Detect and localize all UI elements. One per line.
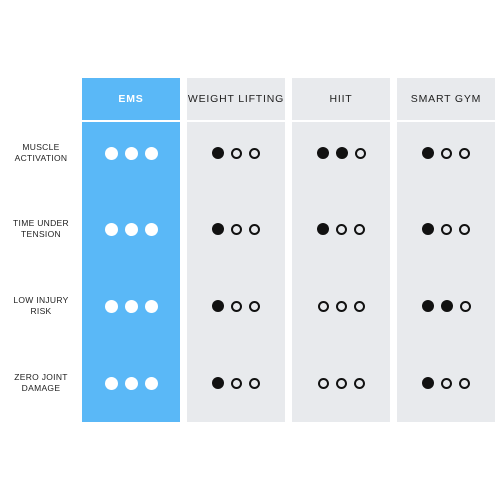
white-dot-icon <box>124 376 138 390</box>
rating-hiit <box>292 377 390 389</box>
filled-dot-icon <box>422 147 434 159</box>
empty-dot-icon <box>336 223 347 235</box>
row-label-low-injury-risk: LOW INJURY RISK <box>0 295 82 317</box>
column-header-ems: EMS <box>118 93 144 105</box>
empty-dot-icon <box>231 377 242 389</box>
header-divider <box>187 120 285 122</box>
empty-dot-icon <box>231 147 242 159</box>
empty-dot-icon <box>353 300 365 312</box>
empty-dot-icon <box>459 147 470 159</box>
rating-weight-lifting <box>187 223 285 235</box>
empty-dot-icon <box>335 300 347 312</box>
filled-dot-icon <box>440 300 453 312</box>
filled-dot-icon <box>212 300 224 312</box>
rating-ems <box>82 376 180 390</box>
column-header-weight-lifting: WEIGHT LIFTING <box>187 93 285 105</box>
row-label-time-under-tension: TIME UNDER TENSION <box>0 218 82 240</box>
rating-ems <box>82 299 180 313</box>
empty-dot-icon <box>353 377 365 389</box>
header-divider <box>292 120 390 122</box>
filled-dot-icon <box>422 223 434 235</box>
row-label-line: TENSION <box>21 229 61 239</box>
empty-dot-icon <box>317 377 329 389</box>
white-dot-icon <box>144 222 158 236</box>
row-label-line: TIME UNDER <box>13 218 69 228</box>
rating-weight-lifting <box>187 300 285 312</box>
rating-weight-lifting <box>187 377 285 389</box>
rating-smart-gym <box>397 147 495 159</box>
empty-dot-icon <box>441 147 452 159</box>
column-hiit: HIIT <box>292 78 390 422</box>
empty-dot-icon <box>317 300 329 312</box>
white-dot-icon <box>104 222 118 236</box>
empty-dot-icon <box>249 223 260 235</box>
white-dot-icon <box>104 299 118 313</box>
white-dot-icon <box>104 146 118 160</box>
filled-dot-icon <box>212 223 224 235</box>
empty-dot-icon <box>441 377 452 389</box>
rating-weight-lifting <box>187 147 285 159</box>
filled-dot-icon <box>335 147 348 159</box>
header-divider <box>82 120 180 122</box>
empty-dot-icon <box>459 377 470 389</box>
column-header-hiit: HIIT <box>329 93 353 105</box>
row-label-muscle-activation: MUSCLE ACTIVATION <box>0 142 82 164</box>
empty-dot-icon <box>354 147 366 159</box>
rating-smart-gym <box>397 300 495 312</box>
row-label-line: ZERO JOINT <box>14 372 68 382</box>
row-label-line: RISK <box>30 306 52 316</box>
filled-dot-icon <box>212 377 224 389</box>
row-label-line: LOW INJURY <box>13 295 69 305</box>
row-label-line: DAMAGE <box>21 383 61 393</box>
row-label-line: MUSCLE <box>22 142 60 152</box>
empty-dot-icon <box>249 300 260 312</box>
rating-smart-gym <box>397 223 495 235</box>
column-weight-lifting: WEIGHT LIFTING <box>187 78 285 422</box>
empty-dot-icon <box>231 300 242 312</box>
header-divider <box>397 120 495 122</box>
empty-dot-icon <box>354 223 365 235</box>
column-smart-gym: SMART GYM <box>397 78 495 422</box>
filled-dot-icon <box>422 377 434 389</box>
white-dot-icon <box>124 222 138 236</box>
rating-hiit <box>292 300 390 312</box>
column-header-smart-gym: SMART GYM <box>410 93 482 105</box>
rating-ems <box>82 146 180 160</box>
empty-dot-icon <box>459 300 471 312</box>
empty-dot-icon <box>249 377 260 389</box>
column-ems: EMS <box>82 78 180 422</box>
row-label-line: ACTIVATION <box>14 153 68 163</box>
filled-dot-icon <box>316 147 329 159</box>
filled-dot-icon <box>212 147 224 159</box>
rating-ems <box>82 222 180 236</box>
empty-dot-icon <box>249 147 260 159</box>
filled-dot-icon <box>317 223 329 235</box>
rating-smart-gym <box>397 377 495 389</box>
white-dot-icon <box>144 299 158 313</box>
row-label-zero-joint-damage: ZERO JOINT DAMAGE <box>0 372 82 394</box>
empty-dot-icon <box>231 223 242 235</box>
rating-hiit <box>292 147 390 159</box>
filled-dot-icon <box>421 300 434 312</box>
rating-hiit <box>292 223 390 235</box>
white-dot-icon <box>124 299 138 313</box>
white-dot-icon <box>144 376 158 390</box>
white-dot-icon <box>144 146 158 160</box>
empty-dot-icon <box>335 377 347 389</box>
empty-dot-icon <box>459 223 470 235</box>
white-dot-icon <box>104 376 118 390</box>
empty-dot-icon <box>441 223 452 235</box>
white-dot-icon <box>124 146 138 160</box>
